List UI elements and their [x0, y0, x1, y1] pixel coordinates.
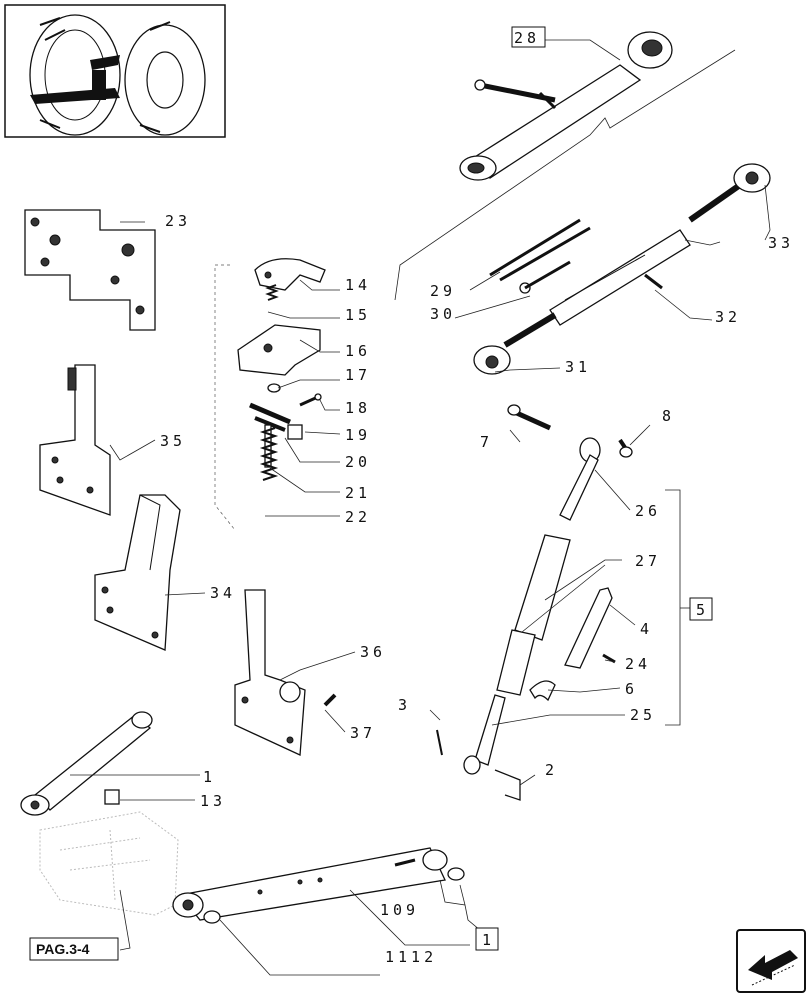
lift-rod-assembly [436, 404, 633, 801]
callout-14: 14 [345, 276, 371, 294]
callout-31: 31 [565, 358, 591, 376]
callout-2: 2 [545, 761, 558, 779]
callout-4: 4 [640, 620, 653, 638]
callout-35: 35 [160, 432, 186, 450]
tractor-thumbnail-icon[interactable] [4, 4, 226, 138]
tractor-ghost [39, 811, 179, 916]
callout-17: 17 [345, 366, 371, 384]
callout-1-upper: 1 [203, 768, 216, 786]
small-parts-14-22 [237, 258, 326, 481]
callout-24: 24 [625, 655, 651, 673]
callout-18: 18 [345, 399, 371, 417]
callout-34: 34 [210, 584, 236, 602]
callout-labels: 28 33 23 14 15 16 17 18 19 20 21 22 29 3… [160, 26, 794, 966]
callout-37: 37 [350, 724, 376, 742]
callout-6: 6 [625, 680, 638, 698]
callout-32: 32 [715, 308, 741, 326]
callout-20: 20 [345, 453, 371, 471]
bracket-35 [39, 364, 111, 516]
top-link-28 [459, 31, 673, 181]
callout-23: 23 [165, 212, 191, 230]
callout-5: 5 [696, 601, 709, 619]
leader-lines [70, 39, 771, 976]
next-page-arrow-icon[interactable] [736, 929, 806, 993]
callout-22: 22 [345, 508, 371, 526]
callout-3: 3 [398, 696, 411, 714]
callout-29: 29 [430, 282, 456, 300]
bracket-23 [24, 209, 156, 331]
callout-8: 8 [662, 407, 675, 425]
top-link-33 [473, 163, 771, 375]
bracket-34 [94, 494, 181, 651]
bracket-36 [234, 589, 337, 756]
callout-1-lower: 1 [482, 931, 495, 949]
callout-109: 109 [380, 901, 419, 919]
page-reference-text: PAG.3-4 [36, 941, 90, 957]
page-reference-link[interactable]: PAG.3-4 [29, 937, 119, 961]
lower-link-bottom [172, 847, 465, 924]
callout-26: 26 [635, 502, 661, 520]
callout-25: 25 [630, 706, 656, 724]
callout-7: 7 [480, 433, 493, 451]
callout-33: 33 [768, 234, 794, 252]
callout-15: 15 [345, 306, 371, 324]
callout-19: 19 [345, 426, 371, 444]
callout-36: 36 [360, 643, 386, 661]
callout-16: 16 [345, 342, 371, 360]
callout-13: 13 [200, 792, 226, 810]
callout-1112: 1112 [385, 948, 437, 966]
callout-21: 21 [345, 484, 371, 502]
callout-30: 30 [430, 305, 456, 323]
lower-link-left [20, 711, 153, 816]
callout-27: 27 [635, 552, 661, 570]
callout-28: 28 [514, 29, 540, 47]
